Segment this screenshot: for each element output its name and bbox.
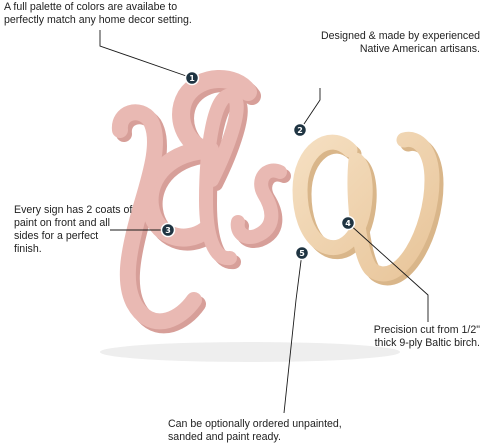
marker-1-number: 1 (189, 74, 195, 83)
marker-1: 1 (184, 70, 200, 86)
marker-3-number: 3 (165, 226, 171, 235)
callout-5-text: Can be optionally ordered unpainted, san… (168, 418, 342, 443)
leader-line-5 (283, 252, 303, 414)
unpainted-letter-face (292, 131, 440, 282)
marker-5: 5 (294, 245, 310, 261)
sign-shadow (100, 342, 400, 362)
callout-2-text: Designed & made by experienced Native Am… (320, 30, 480, 55)
marker-3: 3 (160, 222, 176, 238)
leader-line-2 (299, 88, 321, 131)
callout-1-text: A full palette of colors are availabe to… (4, 1, 192, 26)
marker-5-number: 5 (299, 249, 305, 258)
callout-4-text: Precision cut from 1/2" thick 9-ply Balt… (373, 324, 480, 349)
painted-letters-face (112, 70, 287, 330)
marker-4: 4 (340, 215, 356, 231)
marker-2: 2 (292, 122, 308, 138)
leader-line-4 (347, 222, 429, 322)
callout-3-text: Every sign has 2 coats of paint on front… (14, 204, 133, 255)
marker-4-number: 4 (345, 219, 351, 228)
leader-line-1 (99, 30, 193, 79)
marker-2-number: 2 (297, 126, 303, 135)
callout-leader-lines (99, 30, 429, 414)
